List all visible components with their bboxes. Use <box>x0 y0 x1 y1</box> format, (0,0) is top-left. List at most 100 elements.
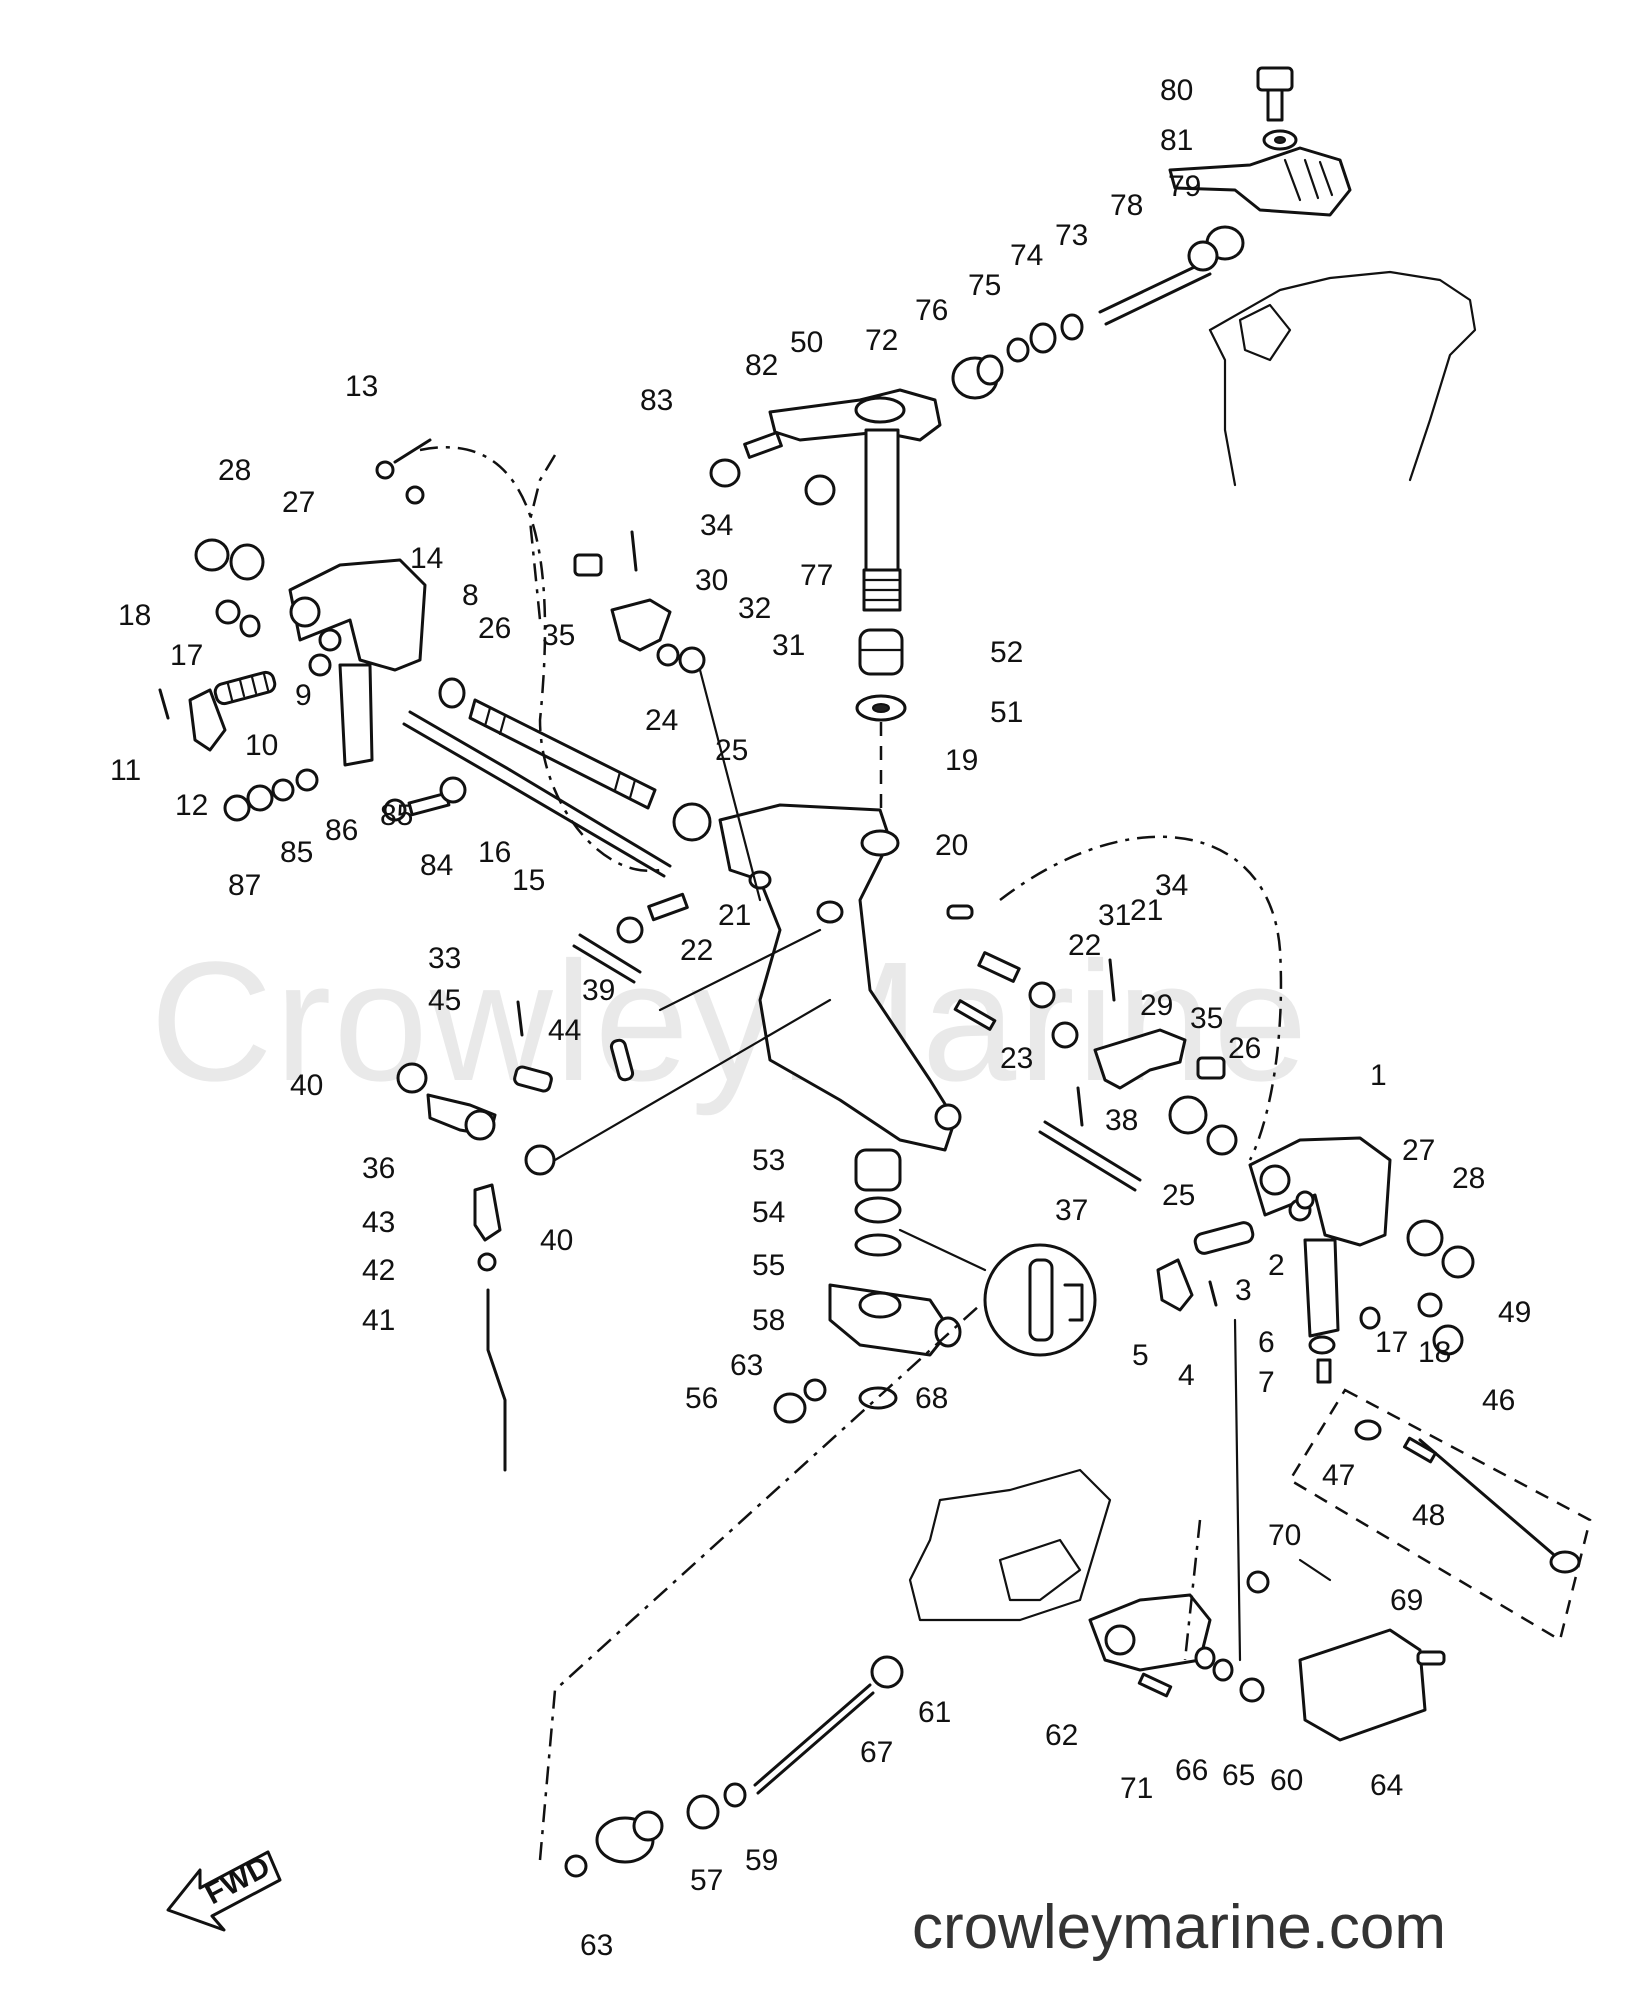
part-21-grease-nipple-right <box>977 951 1021 983</box>
part-68-bolt <box>1246 1570 1270 1594</box>
part-40-bushing-right <box>524 1144 556 1176</box>
callout-76: 76 <box>915 294 948 327</box>
part-28-nut-right <box>1441 1245 1475 1279</box>
callout-36: 36 <box>362 1152 395 1185</box>
part-69-cover <box>1298 1628 1427 1742</box>
leader-tiller-to-bracket <box>528 454 557 621</box>
part-56-spring <box>858 1386 898 1410</box>
callout-5: 5 <box>1132 1339 1149 1372</box>
part-79-bracket <box>1168 146 1352 217</box>
part-32-washer <box>656 643 680 667</box>
part-80-bolt <box>1256 66 1294 122</box>
part-55-yoke <box>828 1283 962 1357</box>
callout-13: 13 <box>345 370 378 403</box>
leader-lower-left <box>538 1304 981 1861</box>
callout-58-lower: 63 <box>580 1929 613 1962</box>
callout-62: 61 <box>918 1696 951 1729</box>
callout-31-left: 31 <box>772 629 805 662</box>
callout-25-left: 25 <box>715 734 748 767</box>
callout-7: 7 <box>1258 1366 1275 1399</box>
part-4-screw-right <box>1208 1280 1218 1307</box>
callout-53: 54 <box>752 1196 785 1229</box>
callout-52-bottom: 53 <box>752 1144 785 1177</box>
callout-17-left: 17 <box>170 639 203 672</box>
part-3-spring-right <box>1193 1221 1255 1255</box>
part-22-cap-right <box>1028 981 1056 1009</box>
callout-43: 43 <box>362 1206 395 1239</box>
callout-81: 81 <box>1160 124 1193 157</box>
callout-61: 67 <box>860 1736 893 1769</box>
callout-34-right: 34 <box>1155 869 1188 902</box>
callout-45: 45 <box>428 984 461 1017</box>
part-53-bushing <box>854 1196 902 1224</box>
outboard-cowling-outline <box>1208 270 1477 487</box>
callout-35-left: 35 <box>542 619 575 652</box>
part-78-bushing <box>1187 225 1245 272</box>
part-47-pin <box>1354 1419 1382 1441</box>
callout-63: 56 <box>685 1382 718 1415</box>
part-callouts: 80 81 79 78 73 74 75 76 72 50 82 83 77 1… <box>110 74 1531 1897</box>
part-52-collar-bottom <box>854 1148 902 1192</box>
leader-outline-right <box>999 835 1283 1161</box>
callout-33: 33 <box>428 942 461 975</box>
part-40-bushing-left <box>396 1062 428 1094</box>
callout-19: 19 <box>945 744 978 777</box>
callout-69: 64 <box>1370 1769 1403 1802</box>
leader-lower-right <box>1183 1519 1202 1661</box>
part-34-cotter-left <box>630 530 638 572</box>
part-26-washer-right <box>1206 1124 1238 1156</box>
callout-64: 62 <box>1045 1719 1078 1752</box>
part-18-nut-right <box>1417 1292 1443 1318</box>
part-85-washer <box>271 778 295 802</box>
callout-3: 3 <box>1235 1274 1252 1307</box>
part-42-washer <box>477 1252 497 1272</box>
part-71-washer <box>1194 1646 1216 1670</box>
part-58-washer-upper <box>803 1378 827 1402</box>
part-12-plate <box>188 688 227 752</box>
callout-34-left: 34 <box>700 509 733 542</box>
callout-67: 71 <box>1120 1772 1153 1805</box>
steering-shaft <box>862 428 902 612</box>
part-61-shaft <box>753 1683 875 1795</box>
callout-55: 58 <box>752 1304 785 1337</box>
callout-40-right: 40 <box>540 1224 573 1257</box>
part-64-shift-cam <box>1088 1593 1212 1672</box>
part-25-bushing-right <box>1168 1095 1208 1135</box>
callout-42: 42 <box>362 1254 395 1287</box>
part-83-nut <box>709 458 741 488</box>
callout-77: 77 <box>800 559 833 592</box>
fwd-arrow: FWD <box>166 1850 282 1932</box>
callout-60: 59 <box>745 1844 778 1877</box>
callout-28-right: 28 <box>1452 1162 1485 1195</box>
callout-29: 29 <box>1140 989 1173 1022</box>
part-77-nut <box>804 474 836 506</box>
part-33-pin <box>572 933 642 984</box>
part-46-group-box <box>1288 1388 1592 1642</box>
part-15-rod <box>502 768 672 878</box>
part-18-nut-left <box>215 599 241 625</box>
callout-49: 49 <box>1498 1296 1531 1329</box>
part-9-lever <box>308 653 332 677</box>
callout-22-left: 22 <box>680 934 713 967</box>
part-62-bushing <box>870 1655 904 1689</box>
callout-50: 50 <box>790 326 823 359</box>
callout-58-upper: 63 <box>730 1349 763 1382</box>
callout-26-right: 26 <box>1228 1032 1261 1065</box>
callout-27-right: 27 <box>1402 1134 1435 1167</box>
callout-12: 12 <box>175 789 208 822</box>
callout-84: 84 <box>420 849 453 882</box>
callout-40-left: 40 <box>290 1069 323 1102</box>
part-35-cap-left <box>573 553 603 577</box>
part-27-bushing-left <box>229 543 265 581</box>
part-85-washer-b <box>383 798 407 822</box>
callout-54: 55 <box>752 1249 785 1282</box>
callout-72: 72 <box>865 324 898 357</box>
part-14-nut <box>405 485 425 505</box>
part-67-screw <box>1137 1672 1173 1698</box>
callout-78: 78 <box>1110 189 1143 222</box>
part-16-tube <box>402 710 512 784</box>
callout-31-right: 31 <box>1098 899 1131 932</box>
callout-41: 41 <box>362 1304 395 1337</box>
part-8-clamp-bracket-left <box>288 558 427 767</box>
